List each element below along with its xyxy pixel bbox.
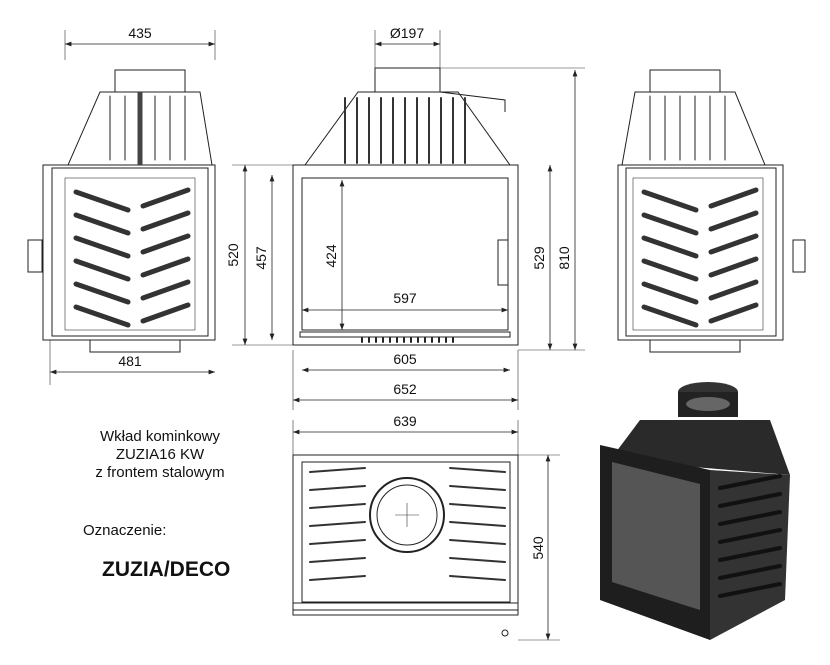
dimension-lines: 435 Ø197 520 457 424 597 605 652 529 810…	[49, 25, 585, 641]
drawing-line	[449, 467, 506, 473]
drawing-line	[73, 304, 131, 328]
drawing-line	[718, 528, 782, 544]
dim-435: 435	[128, 25, 152, 41]
drawing-line	[641, 189, 699, 213]
drawing-line	[140, 256, 191, 278]
top-view	[292, 454, 519, 637]
dim-457: 457	[253, 246, 269, 270]
drawing-line	[309, 467, 366, 473]
drawing-line	[718, 582, 782, 598]
drawing-line	[309, 575, 366, 581]
drawing-line	[309, 521, 366, 527]
drawing-line	[708, 279, 759, 301]
title-line-2: ZUZIA16 KW	[115, 446, 205, 463]
drawing-line	[641, 258, 699, 282]
drawing-line	[309, 485, 366, 491]
dim-424: 424	[323, 244, 339, 268]
product-title: Wkład kominkowy ZUZIA16 KW z frontem sta…	[60, 428, 260, 482]
side-view-left	[27, 69, 216, 353]
dim-597: 597	[393, 290, 417, 306]
drawing-line	[718, 474, 782, 490]
drawing-line	[449, 539, 506, 545]
drawing-line	[708, 233, 759, 255]
drawing-line	[708, 256, 759, 278]
drawing-line	[641, 281, 699, 305]
drawing-line	[718, 492, 782, 508]
dim-529: 529	[531, 246, 547, 270]
dim-639: 639	[393, 413, 417, 429]
fireplace-3d-render	[600, 382, 790, 640]
drawing-line	[708, 302, 759, 324]
dim-810: 810	[556, 246, 572, 270]
dim-flue-diameter: Ø197	[390, 25, 424, 41]
drawing-line	[309, 503, 366, 509]
front-view	[292, 67, 519, 346]
drawing-line	[708, 187, 759, 209]
drawing-line	[449, 485, 506, 491]
drawing-line	[73, 189, 131, 213]
drawing-line	[140, 187, 191, 209]
drawing-line	[718, 510, 782, 526]
drawing-line	[140, 279, 191, 301]
drawing-line	[73, 281, 131, 305]
drawing-line	[309, 557, 366, 563]
drawing-line	[449, 557, 506, 563]
drawing-line	[641, 235, 699, 259]
designation-label: Oznaczenie:	[83, 522, 167, 539]
drawing-line	[449, 503, 506, 509]
drawing-line	[718, 546, 782, 562]
drawing-line	[641, 212, 699, 236]
drawing-line	[73, 258, 131, 282]
title-line-3: z frontem stalowym	[95, 464, 225, 481]
drawing-line	[140, 233, 191, 255]
side-view-right	[617, 69, 806, 353]
drawing-line	[140, 210, 191, 232]
drawing-line	[449, 575, 506, 581]
drawing-line	[449, 521, 506, 527]
dim-652: 652	[393, 381, 417, 397]
dim-520: 520	[225, 243, 241, 267]
dim-540: 540	[530, 536, 546, 560]
dim-481: 481	[118, 353, 142, 369]
drawing-line	[641, 304, 699, 328]
drawing-line	[73, 235, 131, 259]
dim-605: 605	[393, 351, 417, 367]
designation-value: ZUZIA/DECO	[102, 558, 231, 581]
drawing-line	[718, 564, 782, 580]
drawing-line	[73, 212, 131, 236]
drawing-line	[140, 302, 191, 324]
drawing-line	[309, 539, 366, 545]
title-line-1: Wkład kominkowy	[99, 428, 221, 445]
drawing-line	[708, 210, 759, 232]
